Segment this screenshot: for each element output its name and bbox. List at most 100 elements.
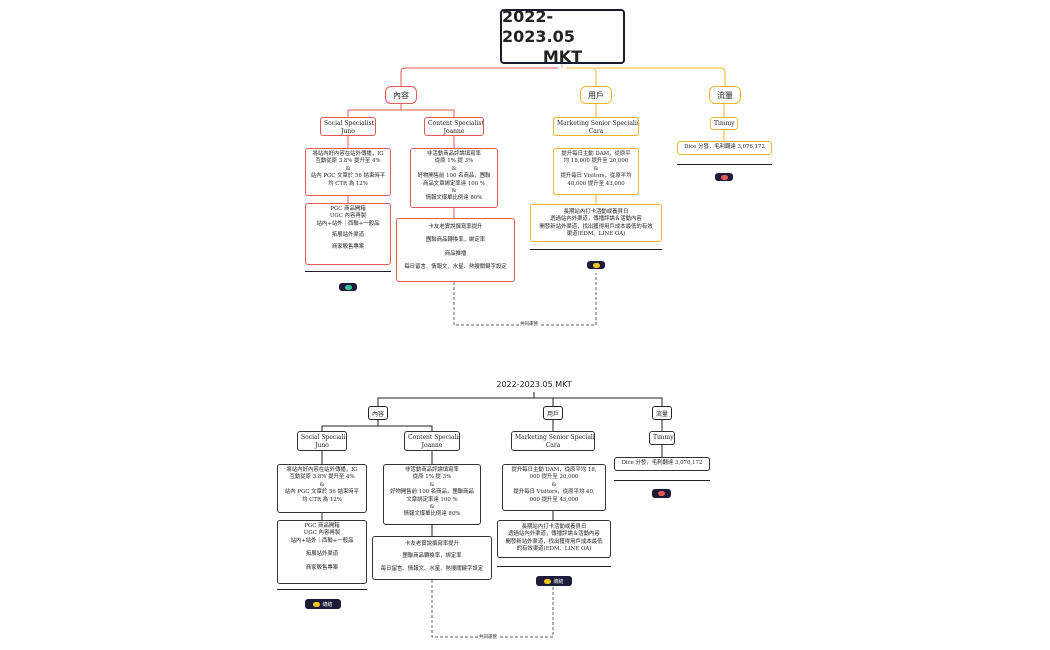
goal-line: 將站內好內容在站外傳播，IG [286, 467, 358, 473]
goal-line: Dice 分發，毛利翻達 3,076,172 [684, 144, 765, 150]
category-content: 內容 [385, 86, 417, 104]
category-traffic: 流量 [709, 86, 741, 104]
category-traffic: 流量 [652, 406, 672, 420]
role-content-specialist: Content Specialist Joanne [404, 431, 460, 451]
task-line: 長期站內打卡活動或養貝日 [563, 209, 629, 215]
task-line: 透過站內外渠道，傳播評論＆活動內容 [508, 531, 600, 538]
traffic-goal-card: Dice 分發，毛利翻達 3,076,172 [614, 457, 710, 471]
task-line: 拓展站外渠道 [305, 551, 339, 558]
role-title: Content Specialist [428, 120, 484, 127]
goal-line: 提升每日 Visitors，從原平均 40, [513, 489, 595, 496]
shared-operation-label: 共同運營 [478, 634, 498, 640]
role-timmy: Timmy [649, 431, 675, 445]
content-goal-card: 非活動商品評論填寫率 從原 1% 提 3% & 好物開售前 100 名商品，團聯… [383, 464, 481, 525]
category-users-label: 用戶 [588, 90, 604, 100]
separator [277, 589, 367, 590]
summary-badge[interactable] [715, 173, 733, 181]
role-content-specialist: Content Specialist Joanne [424, 117, 484, 136]
task-line: 站內+站外｜西聯+一般品 [316, 220, 380, 227]
role-person: Timmy [714, 120, 735, 127]
task-line: 透過站內外渠道，傳播評論＆活動內容 [550, 216, 642, 223]
marketing-tasks-card: 長期站內打卡活動或養貝日 透過站內外渠道，傳播評論＆活動內容 開發新站外渠道，找… [530, 204, 662, 242]
goal-line: 商品文章綁定率達 100 % [423, 180, 485, 187]
content-goal-card: 非活動商品評論填寫率 從原 1% 提 3% & 好物開售前 100 名商品，團聯… [410, 148, 498, 208]
role-title: Social Specialist [324, 120, 375, 127]
goal-line: 情報文爆單比例達 80% [403, 511, 461, 518]
goal-line: 40,000 提升至 43,000 [567, 180, 625, 187]
root-node: 2022-2023.05 MKT [500, 7, 625, 66]
goal-line: 互動從原 3.8% 提升至 4% [315, 158, 381, 165]
task-line: 站內+站外｜西聯+一般品 [290, 537, 354, 544]
task-line: 拓展站外渠道 [331, 232, 365, 239]
category-users: 用戶 [580, 86, 612, 104]
task-line: UGC 內容再製 [303, 530, 341, 537]
goal-line: & [345, 165, 351, 172]
role-person: Cara [588, 128, 604, 135]
emoji-icon [720, 174, 728, 180]
task-line: 商家販售專案 [331, 243, 365, 250]
task-line: PGC 商品開箱 [330, 206, 366, 212]
role-marketing-senior-specialist: Marketing Senior Specialist Cara [553, 117, 639, 136]
category-content-label: 內容 [393, 90, 409, 100]
task-line: 團聯商品轉換率，綁定率 [425, 237, 486, 244]
shared-operation-label: 共同運營 [519, 321, 539, 327]
goal-line: 非活動商品評論填寫率 [427, 151, 481, 157]
task-line: UGC 內容再製 [329, 213, 367, 220]
task-line: 渠道(EDM、LINE OA) [566, 231, 626, 238]
social-tasks-card: PGC 商品開箱 UGC 內容再製 站內+站外｜西聯+一般品 拓展站外渠道 商家… [305, 203, 391, 265]
goal-line: 提升每日 Visitors，從原平均 [560, 173, 632, 180]
category-users-label: 用戶 [546, 410, 559, 418]
task-line: 卡友老實說撰寫率提升 [428, 224, 483, 230]
role-title: Marketing Senior Specialist [557, 120, 639, 127]
marketing-goal-card: 提升每日主動 DAM，從原平 均 18,000 提升至 20,000 & 提升每… [553, 148, 639, 195]
goal-line: Dice 分發，毛利翻達 3,076,172 [621, 460, 703, 466]
goal-line: 000 提升至 20,000 [529, 474, 579, 481]
summary-badge[interactable] [587, 261, 605, 269]
root-node-outline: 2022-2023.05 MKT [496, 380, 572, 389]
goal-line: & [429, 481, 435, 488]
task-line: 的有效渠道(EDM、LINE OA) [516, 546, 592, 553]
role-title: Marketing Senior Specialist [515, 434, 595, 441]
role-marketing-senior-specialist: Marketing Senior Specialist Cara [511, 431, 595, 451]
goal-line: & [429, 504, 435, 511]
goal-line: 提升每日主動 DAM，從原平 [561, 151, 631, 157]
task-line: 商品推播 [444, 250, 467, 257]
separator [614, 480, 710, 481]
summary-badge[interactable]: 總結 [305, 599, 341, 609]
content-tasks-card: 卡友老實說撰寫率提升 團聯商品轉換率，綁定率 每日留言、情報文、水星、熱搜關鍵字… [372, 536, 492, 580]
task-line: 每日留言、情報文、水星、熱搜關鍵字設定 [380, 565, 484, 572]
category-users: 用戶 [543, 406, 563, 420]
task-line: 每日留言、情報文、水星、熱搜關鍵字設定 [404, 264, 507, 271]
goal-line: & [451, 188, 457, 195]
emoji-icon [658, 491, 665, 496]
goal-line: 000 提升至 43,000 [529, 496, 579, 503]
role-person: Cara [545, 442, 561, 449]
summary-badge[interactable]: 總結 [536, 576, 572, 586]
goal-line: & [551, 481, 557, 488]
category-traffic-label: 流量 [717, 90, 733, 100]
summary-badge[interactable] [652, 489, 671, 498]
summary-badge[interactable] [339, 283, 357, 291]
task-line: 開發新站外渠道，找出獲得用戶成本最低 [505, 538, 603, 545]
category-content-label: 內容 [371, 410, 384, 418]
role-title: Social Specialist [301, 434, 347, 441]
goal-line: 情報文爆單比例達 80% [425, 195, 483, 202]
task-line: 卡友老實說撰寫率提升 [405, 541, 459, 547]
emoji-icon [592, 262, 600, 268]
role-title: Content Specialist [408, 434, 460, 441]
goal-line: & [593, 165, 599, 172]
goal-line: 互動從原 3.8% 提升至 4% [289, 474, 355, 481]
goal-line: 均 CTR 為 12% [302, 496, 342, 503]
badge-label: 總結 [553, 578, 564, 585]
goal-line: 文章綁定率達 100 % [406, 496, 458, 503]
goal-line: 從原 1% 提 3% [412, 474, 452, 481]
task-line: 長期站內打卡活動或養貝日 [521, 524, 587, 530]
goal-line: 好物開售前 100 名商品，團聯商品 [390, 489, 474, 496]
goal-line: 非活動商品評論填寫率 [405, 467, 459, 473]
task-line: 商家販售專案 [305, 564, 339, 571]
emoji-icon [544, 578, 552, 584]
separator [677, 164, 772, 165]
social-goal-card: 將站內好內容在站外傳播，IG 互動從原 3.8% 提升至 4% & 站內 PGC… [277, 464, 367, 513]
goal-line: 均 18,000 提升至 20,000 [563, 158, 629, 165]
separator [530, 249, 662, 250]
